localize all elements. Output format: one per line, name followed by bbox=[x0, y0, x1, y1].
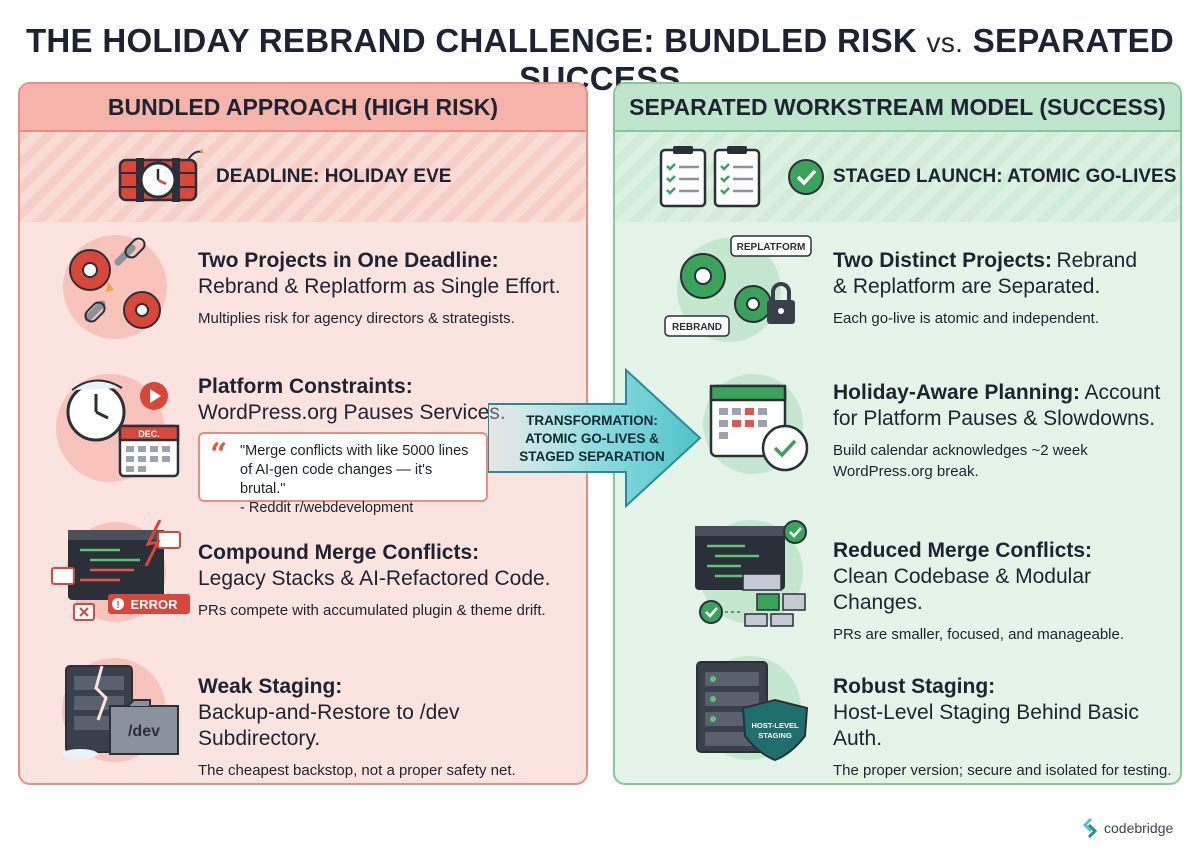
item-merge-conflicts: Compound Merge Conflicts: Legacy Stacks … bbox=[198, 540, 551, 621]
gears-lock-icon: REPLATFORM REBRAND bbox=[661, 234, 821, 351]
deadline-band: DEADLINE: HOLIDAY EVE bbox=[20, 132, 586, 222]
item-robust-staging: Robust Staging: Host-Level Staging Behin… bbox=[833, 674, 1180, 781]
broken-chain-gears-icon bbox=[50, 232, 180, 347]
clipboards-icon bbox=[657, 144, 767, 215]
item-platform-constraints: Platform Constraints: WordPress.org Paus… bbox=[198, 374, 506, 426]
calendar-check-icon bbox=[701, 372, 821, 487]
item-note: Each go-live is atomic and independent. bbox=[833, 310, 1100, 327]
item-subtitle: Legacy Stacks & AI-Refactored Code. bbox=[198, 567, 551, 590]
codebridge-logo: codebridge bbox=[1082, 818, 1173, 838]
modular-code-icon bbox=[685, 516, 825, 635]
replatform-label: REPLATFORM bbox=[737, 242, 806, 253]
item-subtitle: Host-Level Staging Behind Basic Auth. bbox=[833, 701, 1139, 750]
item-note: PRs are smaller, focused, and manageable… bbox=[833, 626, 1124, 643]
title-vs: vs. bbox=[926, 27, 964, 58]
shield-label-2: STAGING bbox=[758, 731, 792, 740]
item-subtitle: Backup-and-Restore to /dev Subdirectory. bbox=[198, 701, 460, 750]
transformation-line-1: TRANSFORMATION: bbox=[526, 413, 658, 428]
staged-launch-band: STAGED LAUNCH: ATOMIC GO-LIVES bbox=[615, 132, 1180, 222]
item-title: Two Projects in One Deadline: bbox=[198, 249, 499, 272]
staged-launch-text: STAGED LAUNCH: ATOMIC GO-LIVES bbox=[833, 166, 1177, 187]
item-note-line-2: WordPress.org break. bbox=[833, 463, 979, 480]
item-note: The cheapest backstop, not a proper safe… bbox=[198, 762, 516, 779]
item-title: Robust Staging: bbox=[833, 675, 996, 698]
transformation-line-2: ATOMIC GO-LIVES & bbox=[525, 431, 659, 446]
item-title: Two Distinct Projects: bbox=[833, 249, 1052, 272]
transformation-label: TRANSFORMATION: ATOMIC GO-LIVES & STAGED… bbox=[502, 412, 682, 466]
title-main: THE HOLIDAY REBRAND CHALLENGE: BUNDLED R… bbox=[25, 22, 918, 59]
quote-line-1: "Merge conflicts with like 5000 lines bbox=[240, 443, 469, 459]
bundled-panel-header: BUNDLED APPROACH (HIGH RISK) bbox=[20, 84, 586, 132]
item-subtitle-inline: Rebrand bbox=[1056, 249, 1137, 272]
item-title: Holiday-Aware Planning: bbox=[833, 381, 1080, 404]
item-title: Compound Merge Conflicts: bbox=[198, 541, 480, 564]
cracked-server-folder-icon: /dev bbox=[50, 654, 190, 769]
item-subtitle-inline: Account bbox=[1084, 381, 1161, 404]
quote-mark-icon: “ bbox=[210, 437, 228, 472]
code-error-icon: ! ERROR bbox=[50, 519, 200, 635]
svg-text:!: ! bbox=[116, 600, 119, 611]
item-subtitle: Rebrand & Replatform as Single Effort. bbox=[198, 275, 561, 298]
item-subtitle: WordPress.org Pauses Services. bbox=[198, 401, 506, 424]
reddit-quote-box: “ "Merge conflicts with like 5000 lines … bbox=[198, 432, 488, 516]
rebrand-label: REBRAND bbox=[672, 322, 722, 333]
dynamite-clock-icon bbox=[118, 146, 208, 213]
item-title: Platform Constraints: bbox=[198, 375, 413, 398]
separated-panel-header: SEPARATED WORKSTREAM MODEL (SUCCESS) bbox=[615, 84, 1180, 132]
quote-source: - Reddit r/webdevelopment bbox=[240, 500, 414, 516]
shield-label-1: HOST-LEVEL bbox=[751, 721, 799, 730]
item-subtitle: for Platform Pauses & Slowdowns. bbox=[833, 407, 1156, 430]
item-note: The proper version; secure and isolated … bbox=[833, 762, 1172, 779]
page-title: THE HOLIDAY REBRAND CHALLENGE: BUNDLED R… bbox=[0, 22, 1200, 98]
bundled-approach-panel: BUNDLED APPROACH (HIGH RISK) DEADLINE: H… bbox=[18, 82, 588, 785]
brand-name: codebridge bbox=[1104, 820, 1174, 836]
deadline-text: DEADLINE: HOLIDAY EVE bbox=[216, 166, 452, 187]
item-holiday-planning: Holiday-Aware Planning: Account for Plat… bbox=[833, 380, 1160, 482]
item-title: Reduced Merge Conflicts: bbox=[833, 539, 1093, 562]
transformation-arrow bbox=[488, 368, 702, 508]
item-two-projects: Two Projects in One Deadline: Rebrand & … bbox=[198, 248, 561, 329]
server-shield-icon: HOST-LEVEL STAGING bbox=[687, 650, 817, 769]
folder-label: /dev bbox=[128, 723, 160, 740]
item-reduced-conflicts: Reduced Merge Conflicts: Clean Codebase … bbox=[833, 538, 1180, 645]
calendar-label: DEC. bbox=[138, 429, 160, 439]
alarm-clock-calendar-icon: DEC. bbox=[50, 370, 200, 495]
item-title: Weak Staging: bbox=[198, 675, 343, 698]
separated-model-panel: SEPARATED WORKSTREAM MODEL (SUCCESS) bbox=[613, 82, 1182, 785]
error-label: ERROR bbox=[131, 597, 179, 612]
check-circle-icon bbox=[787, 158, 825, 201]
codebridge-logo-icon bbox=[1082, 818, 1098, 838]
item-weak-staging: Weak Staging: Backup-and-Restore to /dev… bbox=[198, 674, 586, 781]
item-subtitle: Clean Codebase & Modular Changes. bbox=[833, 565, 1091, 614]
item-distinct-projects: Two Distinct Projects: Rebrand & Replatf… bbox=[833, 248, 1137, 329]
item-subtitle: & Replatform are Separated. bbox=[833, 275, 1101, 298]
item-note: Multiplies risk for agency directors & s… bbox=[198, 310, 515, 327]
item-note: PRs compete with accumulated plugin & th… bbox=[198, 602, 546, 619]
transformation-line-3: STAGED SEPARATION bbox=[519, 449, 665, 464]
quote-line-2: of AI-gen code changes — it's brutal." bbox=[240, 462, 433, 497]
item-note-line-1: Build calendar acknowledges ~2 week bbox=[833, 442, 1088, 459]
